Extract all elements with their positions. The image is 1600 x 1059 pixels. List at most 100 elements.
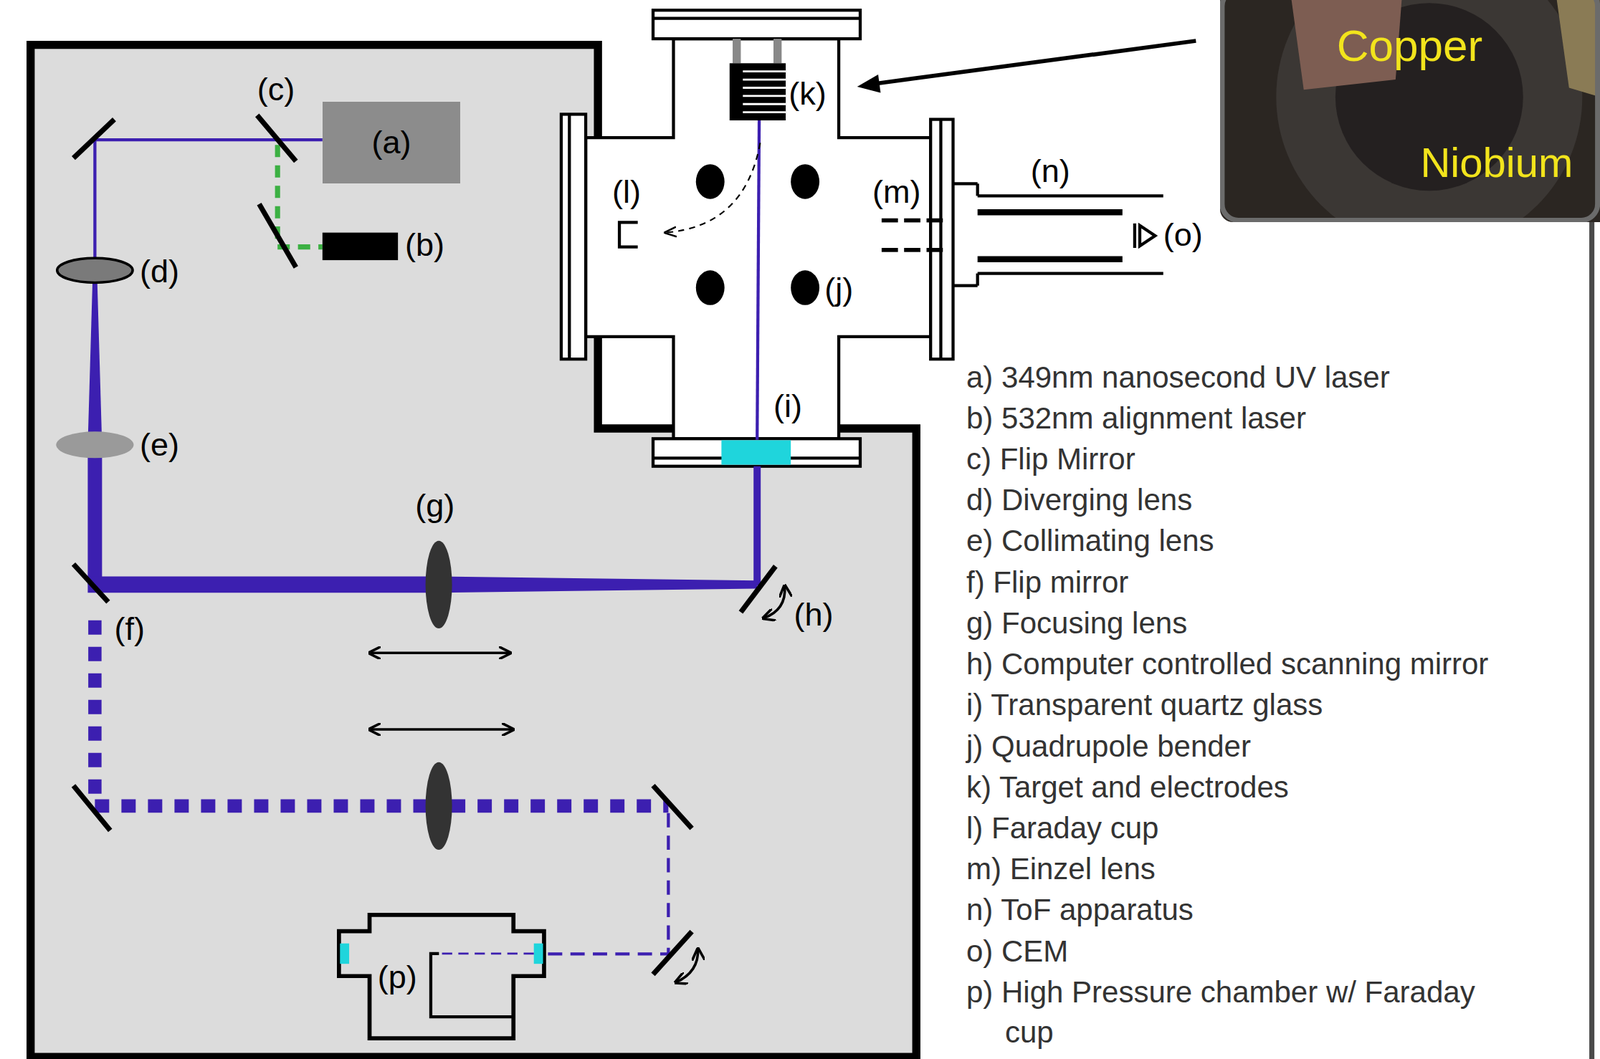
laser-beam	[87, 445, 102, 585]
legend-entry: i) Transparent quartz glass	[966, 688, 1323, 723]
frame-line	[1589, 220, 1595, 1059]
alignment-laser	[322, 232, 398, 261]
mirror	[73, 564, 108, 603]
high-pressure-chamber-outline	[438, 953, 534, 956]
quadrupole-rods	[790, 270, 820, 305]
callout-letter: (k)	[788, 75, 826, 113]
mirror	[73, 119, 114, 159]
vacuum-chamber	[930, 119, 953, 360]
quadrupole-rods	[696, 270, 725, 305]
target-electrodes	[742, 86, 786, 89]
quartz-window	[721, 440, 791, 465]
callout-letter: (p)	[377, 959, 418, 997]
mirror	[73, 785, 110, 831]
motion-arrow	[369, 652, 510, 656]
callout-letter: (o)	[1163, 216, 1203, 254]
ion-trajectory	[665, 142, 760, 233]
einzel-lens	[926, 218, 944, 223]
tof-tube	[977, 255, 1123, 263]
faraday-cup	[619, 222, 638, 247]
mirror	[257, 115, 297, 162]
einzel-lens	[926, 248, 944, 253]
lens	[425, 762, 453, 851]
secondary-beam	[94, 620, 427, 807]
legend-entry: e) Collimating lens	[966, 524, 1214, 559]
legend-entry: k) Target and electrodes	[966, 770, 1289, 806]
laser-beam	[87, 576, 757, 593]
legend-entry: j) Quadrupole bender	[966, 729, 1251, 765]
callout-letter: (m)	[872, 173, 921, 211]
callout-letter: (g)	[415, 487, 455, 525]
callout-letter: (d)	[139, 253, 180, 291]
mirror	[653, 785, 692, 829]
motion-arrow	[369, 585, 785, 983]
photo-label: Copper	[1336, 20, 1483, 71]
quadrupole-rods	[696, 164, 725, 199]
legend-entry: c) Flip Mirror	[966, 442, 1136, 477]
inset-photo: CopperNiobium	[1220, 0, 1600, 223]
photo-label: Niobium	[1420, 139, 1573, 188]
cem-symbol	[1139, 225, 1155, 246]
tof-tube	[976, 273, 980, 287]
vacuum-chamber	[567, 113, 571, 360]
legend-entry: o) CEM	[966, 934, 1069, 970]
legend-entry: m) Einzel lens	[966, 852, 1156, 887]
high-pressure-chamber-outline	[533, 944, 543, 965]
secondary-beam	[547, 813, 669, 955]
high-pressure-chamber-outline	[339, 944, 350, 965]
lens	[55, 431, 134, 459]
cem-symbol	[1133, 223, 1137, 249]
mirror	[259, 204, 297, 268]
pointer-arrow	[875, 40, 1196, 84]
lens	[55, 258, 452, 851]
laser-beam	[753, 466, 761, 587]
target-electrodes	[742, 78, 786, 82]
inset-photo-image	[1556, 0, 1600, 97]
laser-beam	[756, 120, 760, 441]
quadrupole-rods	[790, 164, 820, 199]
einzel-lens	[881, 220, 943, 251]
vacuum-chamber	[653, 10, 861, 39]
pointer-arrow	[857, 74, 882, 93]
frame-line	[1591, 220, 1593, 1059]
vacuum-chamber	[653, 16, 861, 20]
target-electrodes	[742, 71, 786, 113]
tof-tube	[953, 183, 1164, 286]
target-electrodes	[729, 63, 786, 121]
tof-tube	[977, 194, 1164, 198]
uv-laser-box: (a)	[322, 101, 461, 184]
vacuum-chamber	[561, 10, 954, 466]
vacuum-chamber	[653, 438, 861, 466]
secondary-beam	[94, 620, 669, 955]
callout-letter: (n)	[1030, 152, 1071, 190]
motion-arrow	[675, 949, 698, 983]
target-electrodes	[732, 38, 741, 64]
callout-letter: (c)	[257, 70, 295, 109]
vacuum-chamber	[939, 119, 942, 360]
inset-photo-image	[1222, 0, 1598, 221]
callout-letter: (f)	[113, 610, 145, 649]
legend-entry: b) 532nm alignment laser	[966, 401, 1307, 436]
quadrupole-rods	[696, 164, 820, 305]
tof-tube	[953, 182, 978, 185]
mirror	[653, 931, 692, 975]
high-pressure-chamber-outline	[336, 913, 547, 1041]
inset-photo-image	[1276, 0, 1583, 223]
mirror	[73, 115, 775, 975]
target-electrodes	[729, 38, 786, 121]
legend-entry: p) High Pressure chamber w/ Faraday cup	[966, 972, 1484, 1054]
callout-letter: (i)	[773, 387, 803, 426]
target-electrodes	[742, 103, 786, 106]
quartz-window	[721, 440, 791, 465]
legend-entry: d) Diverging lens	[966, 483, 1193, 518]
alignment-beam	[277, 144, 323, 247]
callout-letter: (b)	[405, 226, 445, 264]
alignment-laser	[322, 232, 398, 261]
lens	[57, 258, 133, 283]
motion-arrow	[763, 585, 785, 619]
mirror	[740, 566, 775, 613]
high-pressure-chamber: (p)	[336, 913, 547, 1041]
laser-beam	[94, 139, 322, 268]
callout-letter: (j)	[824, 270, 854, 309]
